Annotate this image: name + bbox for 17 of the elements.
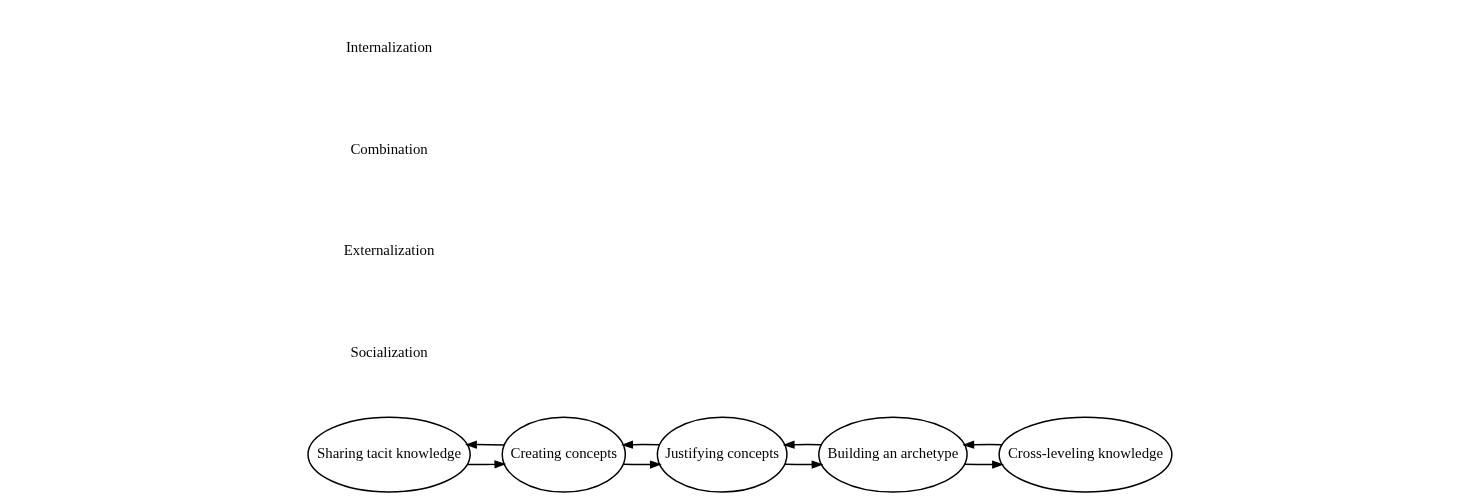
arrow [466, 460, 506, 469]
arrow [622, 460, 662, 469]
label: Combination [349, 140, 428, 157]
label: Socialization [349, 343, 428, 360]
arrow [464, 440, 505, 449]
arrow [963, 460, 1004, 469]
label: Internalization [345, 39, 432, 56]
arrow [620, 440, 660, 449]
node-ellipse: Sharing tacit knowledge [306, 416, 471, 493]
node-ellipse: Creating concepts [501, 416, 626, 493]
arrow [783, 460, 823, 469]
node-ellipse: Justifying concepts [656, 416, 788, 493]
label: Externalization [343, 242, 434, 259]
arrow [782, 440, 822, 449]
node-ellipse: Cross-leveling knowledge [997, 416, 1173, 493]
node-ellipse: Building an archetype [817, 416, 968, 493]
arrow [961, 440, 1002, 449]
